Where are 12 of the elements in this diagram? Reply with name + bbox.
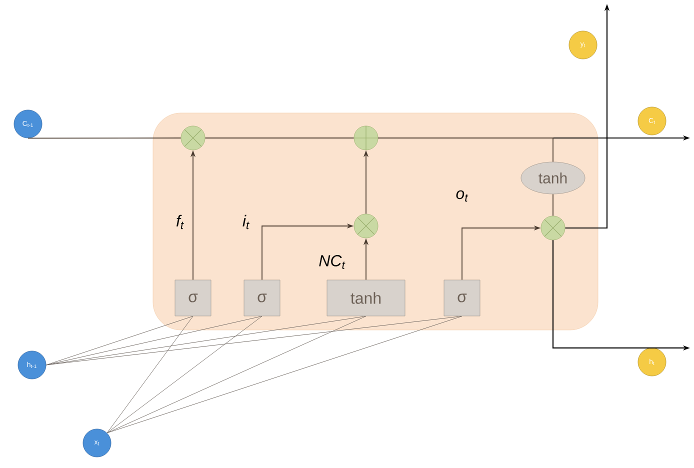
gate-box: σ — [444, 280, 480, 316]
edge-label: o$_{t}$ — [456, 190, 468, 202]
gate-box: σ — [244, 280, 280, 316]
multiply-circle — [180, 126, 206, 150]
add-circle — [354, 126, 378, 150]
multiply-circle — [540, 216, 566, 240]
edge-label: f$_{t}$ — [176, 214, 184, 230]
multiply-circle — [354, 214, 378, 238]
gate-box: tanh — [326, 280, 406, 316]
gate-box: σ — [174, 280, 212, 316]
edge-label: NC$_{t}$ — [319, 255, 346, 269]
edge-label: i$_{t}$ — [242, 214, 250, 230]
